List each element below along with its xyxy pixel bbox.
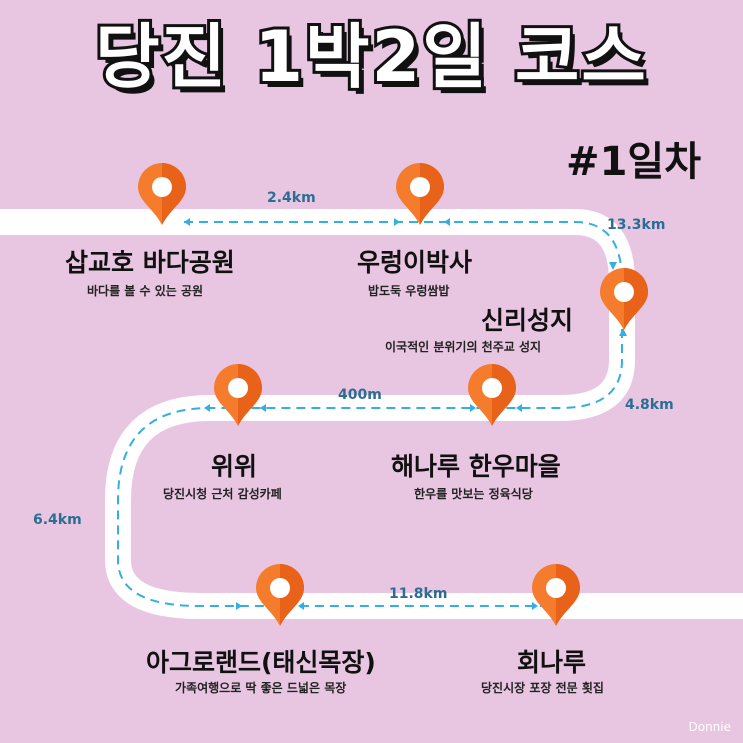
stop-name-5: 위위	[211, 452, 258, 481]
stop-name-2: 우렁이박사	[357, 248, 473, 277]
map-pin-icon	[256, 564, 304, 626]
distance-label-4: 400m	[338, 387, 382, 403]
map-pin-icon	[468, 364, 516, 426]
distance-label-2: 13.3km	[607, 217, 666, 233]
stop-desc-6: 가족여행으로 딱 좋은 드넓은 목장	[175, 681, 347, 695]
stop-desc-7: 당진시장 포장 전문 횟집	[481, 681, 604, 695]
stop-desc-4: 한우를 맛보는 정육식당	[414, 487, 533, 501]
stop-desc-5: 당진시청 근처 감성카페	[163, 487, 282, 501]
map-pin-icon	[532, 564, 580, 626]
stop-name-6: 아그로랜드(태신목장)	[146, 648, 376, 677]
map-pin-icon	[600, 268, 648, 330]
stop-name-1: 삽교호 바다공원	[65, 248, 235, 277]
distance-label-3: 4.8km	[625, 397, 674, 413]
page-title: 당진 1박2일 코스	[92, 16, 649, 98]
pins-layer	[138, 163, 648, 626]
stop-desc-2: 밥도둑 우렁쌈밥	[368, 284, 450, 298]
distance-label-5: 6.4km	[33, 512, 82, 528]
stop-name-7: 회나루	[517, 648, 587, 677]
credit-watermark: Donnie	[688, 720, 731, 734]
distance-arrowheads	[184, 218, 627, 610]
map-pin-icon	[396, 163, 444, 225]
stop-name-3: 신리성지	[481, 306, 574, 335]
stop-desc-3: 이국적인 분위기의 천주교 성지	[385, 340, 542, 354]
distance-label-1: 2.4km	[267, 190, 316, 206]
stop-name-4: 해나루 한우마을	[391, 452, 561, 481]
day-label: #1일차	[566, 139, 701, 185]
map-pin-icon	[214, 364, 262, 426]
stop-desc-1: 바다를 볼 수 있는 공원	[87, 284, 204, 298]
distance-label-6: 11.8km	[389, 586, 448, 602]
map-pin-icon	[138, 163, 186, 225]
route-dashed-line	[117, 221, 623, 607]
